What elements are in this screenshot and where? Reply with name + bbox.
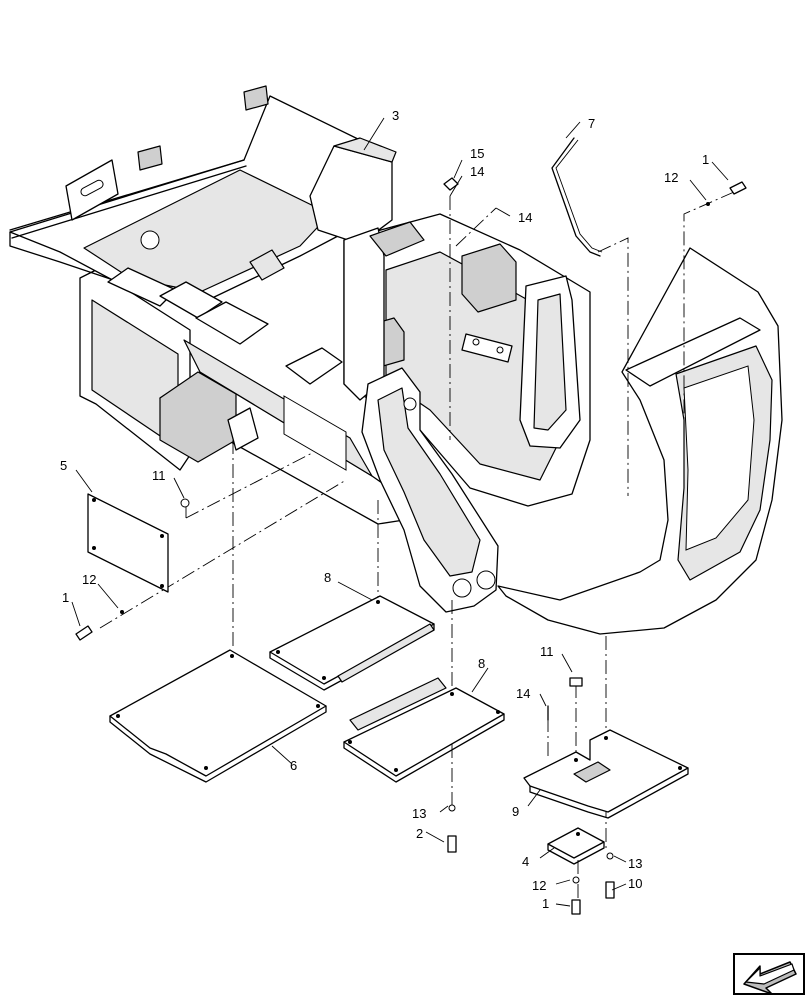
callout-3: 3 bbox=[392, 108, 399, 123]
callout-6: 6 bbox=[290, 758, 297, 773]
callout-8a: 8 bbox=[324, 570, 331, 585]
callout-12c: 12 bbox=[532, 878, 546, 893]
cross-member-4 bbox=[285, 347, 343, 385]
callout-12b: 12 bbox=[82, 572, 96, 587]
callout-11b: 11 bbox=[540, 644, 554, 659]
bolt-10 bbox=[605, 881, 615, 899]
left-upright bbox=[343, 227, 385, 401]
cross-member-5 bbox=[249, 249, 285, 281]
cross-member-2 bbox=[159, 281, 223, 319]
centerline-5 bbox=[185, 451, 315, 519]
callout-1b: 1 bbox=[62, 590, 69, 605]
right-upright-inner bbox=[533, 293, 567, 431]
link-bar-hole-1 bbox=[472, 338, 480, 346]
part-8-plate-upper bbox=[269, 595, 435, 691]
lift-arm-pivot-2 bbox=[476, 570, 496, 590]
hood-bracket-slot bbox=[80, 179, 104, 197]
top-clip-1 bbox=[137, 145, 163, 171]
callout-1c: 1 bbox=[542, 896, 549, 911]
link-bar-hole-2 bbox=[496, 346, 504, 354]
washer-13b bbox=[606, 852, 614, 860]
previous-page-arrow-icon[interactable] bbox=[733, 953, 805, 995]
leader-lines bbox=[71, 117, 729, 907]
front-hood-crossbar bbox=[625, 317, 761, 387]
callout-4: 4 bbox=[522, 854, 529, 869]
callout-1a: 1 bbox=[702, 152, 709, 167]
lift-arm-pivot-1 bbox=[452, 578, 472, 598]
centerline-7 bbox=[597, 237, 629, 496]
lift-arm-pin bbox=[403, 397, 417, 411]
callout-12a: 12 bbox=[664, 170, 678, 185]
part-6-floor-plate bbox=[109, 649, 327, 783]
callout-11a: 11 bbox=[152, 468, 166, 483]
callout-10: 10 bbox=[628, 876, 642, 891]
callout-14b: 14 bbox=[518, 210, 532, 225]
callout-2: 2 bbox=[416, 826, 423, 841]
part-5-cover-plate bbox=[87, 493, 169, 593]
top-gusset bbox=[369, 221, 425, 257]
center-mount-block-1 bbox=[461, 243, 517, 313]
top-clip-2 bbox=[243, 85, 269, 111]
main-frame-assembly bbox=[9, 85, 783, 635]
callout-5: 5 bbox=[60, 458, 67, 473]
hood-rim bbox=[9, 159, 247, 239]
callout-13b: 13 bbox=[628, 856, 642, 871]
washer-12-top bbox=[706, 202, 710, 206]
callout-labels: 3 7 15 14 14 1 12 5 11 12 1 8 8 6 11 14 … bbox=[60, 108, 709, 911]
washer-12c bbox=[572, 876, 580, 884]
part-7-rod bbox=[551, 137, 601, 257]
callout-14c: 14 bbox=[516, 686, 530, 701]
center-tower-top bbox=[333, 137, 397, 163]
callout-9: 9 bbox=[512, 804, 519, 819]
callout-8b: 8 bbox=[478, 656, 485, 671]
part-9-plate bbox=[523, 729, 689, 819]
callout-7: 7 bbox=[588, 116, 595, 131]
rail-opening bbox=[283, 395, 347, 471]
bolt-1-top bbox=[729, 181, 747, 195]
assembly-centerlines bbox=[99, 191, 735, 900]
bolt-1-left bbox=[75, 625, 93, 641]
part-4-small-plate bbox=[547, 827, 605, 865]
cross-member-3 bbox=[195, 301, 269, 345]
centerline-1-top bbox=[683, 191, 735, 464]
washer-13a bbox=[448, 804, 456, 812]
fasteners bbox=[75, 177, 747, 915]
centerline-14 bbox=[455, 207, 497, 247]
washer-12-left bbox=[120, 610, 124, 614]
part-7-rod-outer bbox=[555, 139, 603, 253]
part-8-plate-lower bbox=[343, 677, 505, 783]
callout-14a: 14 bbox=[470, 164, 484, 179]
callout-15: 15 bbox=[470, 146, 484, 161]
lift-arm-face bbox=[377, 387, 481, 577]
bolt-11a bbox=[180, 498, 190, 508]
bolt-11b bbox=[569, 677, 583, 687]
callout-13a: 13 bbox=[412, 806, 426, 821]
front-hood-window bbox=[683, 365, 755, 551]
bolt-15 bbox=[443, 177, 459, 191]
bolt-1c bbox=[571, 899, 581, 915]
bolt-2 bbox=[447, 835, 457, 853]
tray-hole bbox=[140, 230, 160, 250]
